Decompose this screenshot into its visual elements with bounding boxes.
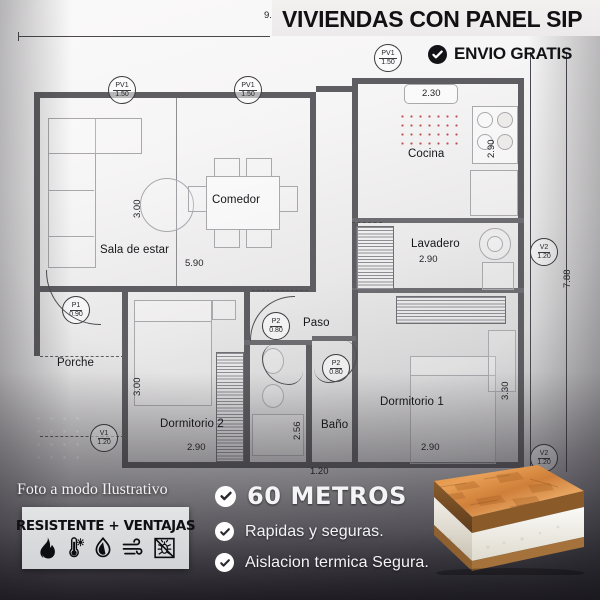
resistance-badge-title: RESISTENTE + VENTAJAS xyxy=(15,517,196,534)
sip-panel-photo xyxy=(400,455,590,575)
list-item: Aislacion termica Segura. xyxy=(215,553,429,572)
list-item: Rapidas y seguras. xyxy=(215,522,429,541)
feature-label: 60 METROS xyxy=(247,482,407,510)
feature-list: 60 METROS Rapidas y seguras. Aislacion t… xyxy=(215,482,429,572)
resistance-icon-row xyxy=(37,536,175,559)
wind-icon xyxy=(122,537,145,558)
check-circle-icon xyxy=(215,522,234,541)
no-insects-icon xyxy=(153,537,175,559)
feature-label: Rapidas y seguras. xyxy=(245,522,384,540)
page-title: VIVIENDAS CON PANEL SIP xyxy=(282,6,583,32)
flame-icon xyxy=(37,536,56,559)
disclaimer-text: Foto a modo Ilustrativo xyxy=(17,481,168,498)
check-circle-icon xyxy=(428,44,447,64)
check-circle-icon xyxy=(215,553,234,572)
thermometer-icon xyxy=(65,536,84,559)
title-backing-plate xyxy=(272,0,600,36)
water-drop-icon xyxy=(93,536,113,559)
shipping-badge: ENVIO GRATIS xyxy=(428,44,572,64)
check-circle-icon xyxy=(215,485,236,507)
feature-label: Aislacion termica Segura. xyxy=(245,553,429,571)
shipping-badge-label: ENVIO GRATIS xyxy=(454,44,573,63)
resistance-badge: RESISTENTE + VENTAJAS xyxy=(16,507,196,569)
list-item: 60 METROS xyxy=(215,482,429,510)
